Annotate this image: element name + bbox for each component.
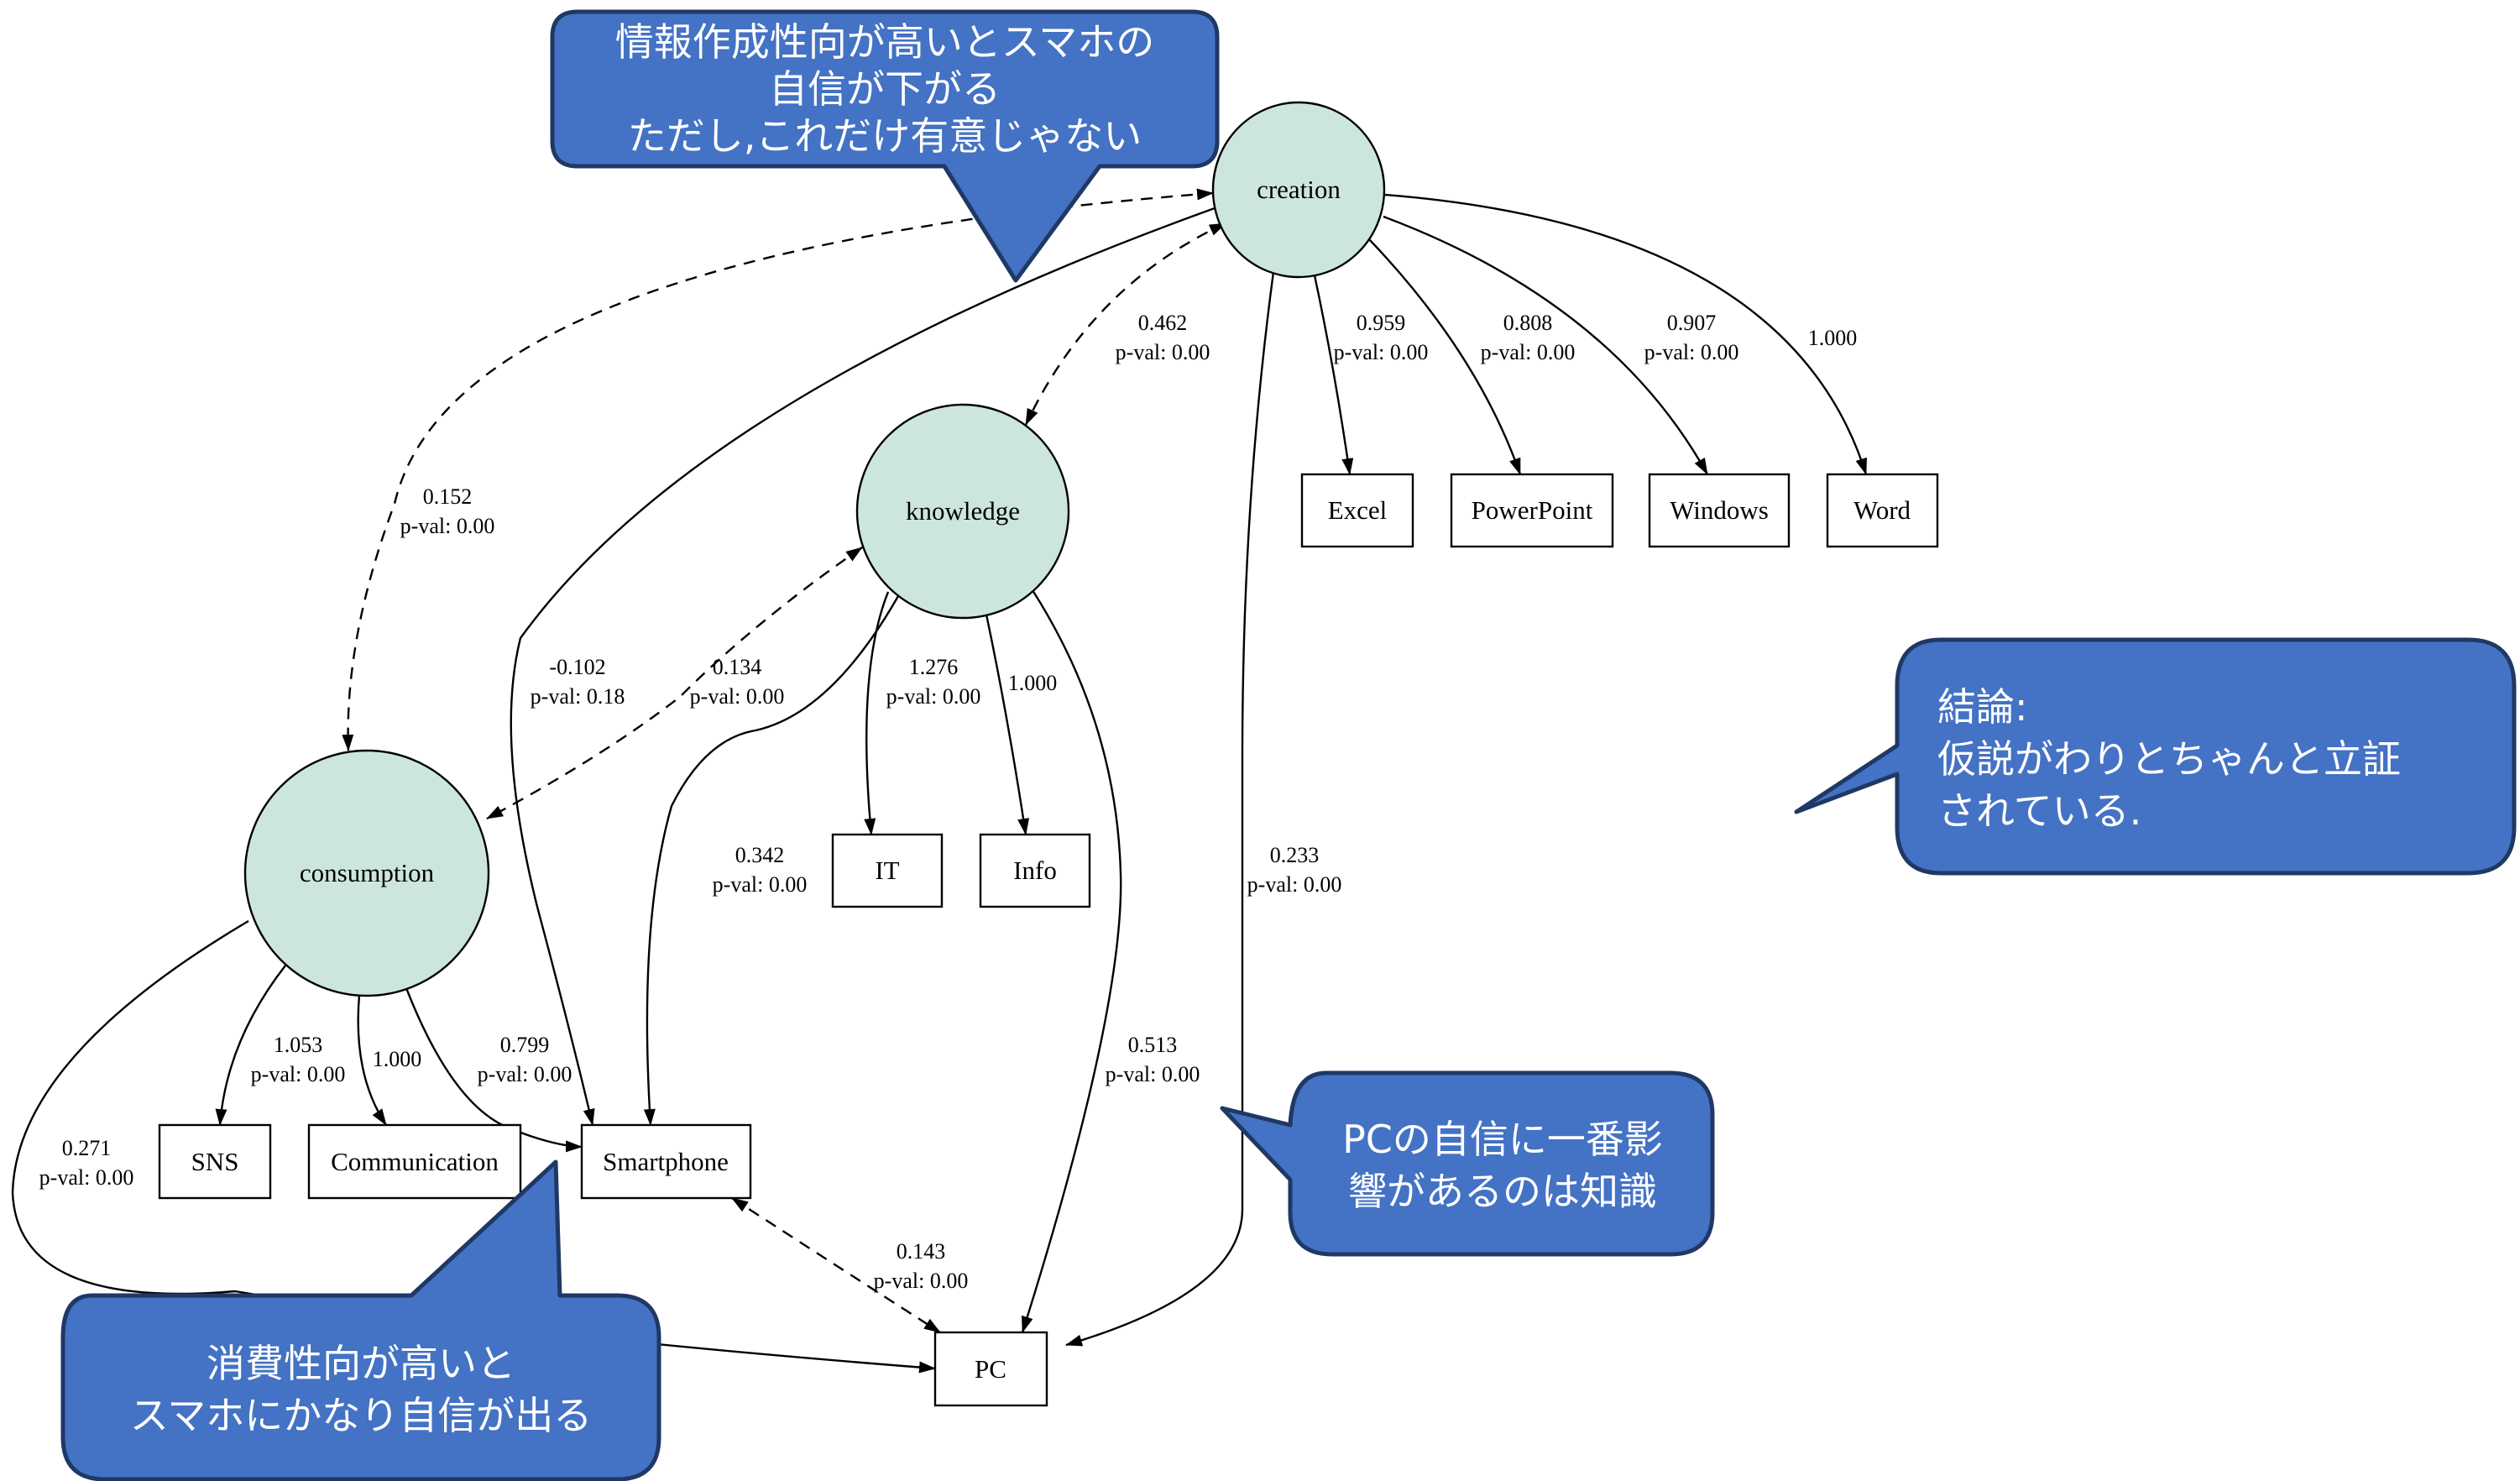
- label-knowledge-pc-pval: p-val: 0.00: [1106, 1062, 1200, 1086]
- edge-smartphone-pc-cov: [731, 1196, 941, 1334]
- edge-consumption-communication: [357, 994, 387, 1126]
- callout-consumption-note: 消費性向が高いと スマホにかなり自信が出る: [60, 1159, 661, 1481]
- edge-creation-word: [1384, 193, 1868, 475]
- edge-creation-excel: [1313, 275, 1354, 475]
- label-creation-powerpoint-estimate: 0.808: [1503, 311, 1553, 335]
- observed-node-powerpoint: PowerPoint: [1450, 473, 1614, 548]
- edge-creation-smartphone: [510, 207, 1216, 1126]
- edge-creation-powerpoint: [1368, 238, 1522, 475]
- label-consumption-pc-estimate: 0.271: [62, 1136, 112, 1160]
- label-knowledge-smartphone-estimate: 0.342: [735, 843, 785, 867]
- label-creation-pc-estimate: 0.233: [1270, 843, 1320, 867]
- observed-node-smartphone: Smartphone: [580, 1123, 752, 1200]
- callout-knowledge-note: PCの自信に一番影 響があるのは知識: [1220, 1070, 1715, 1257]
- callout-consumption-note-line-1: 消費性向が高いと: [207, 1341, 515, 1386]
- node-label-sns: SNS: [191, 1147, 239, 1176]
- callout-conclusion-note: 結論: 仮説がわりとちゃんと立証 されている.: [1794, 637, 2517, 876]
- node-label-it: IT: [875, 856, 899, 885]
- callout-creation-note-shape: [550, 9, 1220, 283]
- node-label-info: Info: [1013, 856, 1057, 885]
- label-creation-smartphone-pval: p-val: 0.18: [531, 684, 625, 709]
- node-label-knowledge: knowledge: [906, 496, 1020, 526]
- callout-knowledge-note-line-2: 響があるのは知識: [1348, 1169, 1657, 1214]
- callout-conclusion-note-line-2: 仮説がわりとちゃんと立証: [1937, 736, 2401, 782]
- label-consumption-communication-estimate: 1.000: [373, 1047, 422, 1071]
- edge-consumption-sns: [215, 965, 286, 1126]
- label-creation-pc-pval: p-val: 0.00: [1247, 872, 1342, 897]
- edge-knowledge-consumption-cov: [486, 547, 863, 820]
- callout-consumption-note-line-2: スマホにかなり自信が出る: [130, 1393, 593, 1438]
- observed-node-it: IT: [831, 833, 944, 908]
- label-knowledge-it-pval: p-val: 0.00: [886, 684, 981, 709]
- label-creation-knowledge-pval: p-val: 0.00: [1116, 340, 1210, 364]
- callout-creation-note: 情報作成性向が高いとスマホの 自信が下がる ただし,これだけ有意じゃない: [550, 9, 1220, 283]
- callout-knowledge-note-shape: [1220, 1070, 1715, 1257]
- label-creation-knowledge-estimate: 0.462: [1138, 311, 1188, 335]
- edge-creation-windows: [1383, 215, 1709, 475]
- edges: [11, 188, 1868, 1374]
- edge-knowledge-it: [864, 591, 890, 835]
- node-label-consumption: consumption: [300, 858, 435, 887]
- node-label-smartphone: Smartphone: [603, 1147, 729, 1176]
- callout-creation-note-line-3: ただし,これだけ有意じゃない: [628, 113, 1142, 159]
- edge-creation-knowledge-cov: [1024, 222, 1226, 426]
- label-consumption-sns-estimate: 1.053: [274, 1033, 323, 1057]
- node-label-windows: Windows: [1670, 495, 1769, 525]
- latent-node-consumption: consumption: [243, 749, 490, 997]
- label-consumption-smartphone-estimate: 0.799: [500, 1033, 550, 1057]
- edge-knowledge-info: [985, 614, 1030, 835]
- edge-knowledge-smartphone: [643, 595, 900, 1126]
- label-knowledge-it-estimate: 1.276: [909, 655, 959, 679]
- edge-knowledge-pc: [1021, 589, 1122, 1333]
- observed-node-info: Info: [979, 833, 1091, 908]
- label-knowledge-smartphone-pval: p-val: 0.00: [713, 872, 808, 897]
- observed-node-excel: Excel: [1300, 473, 1414, 548]
- node-label-pc: PC: [975, 1354, 1006, 1384]
- callout-conclusion-note-line-1: 結論:: [1937, 684, 2028, 730]
- label-creation-excel-pval: p-val: 0.00: [1334, 340, 1429, 364]
- label-smartphone-pc-pval: p-val: 0.00: [874, 1269, 969, 1293]
- label-creation-excel-estimate: 0.959: [1357, 311, 1406, 335]
- edge-creation-consumption-cov: [342, 188, 1214, 751]
- callout-knowledge-note-line-1: PCの自信に一番影: [1342, 1117, 1663, 1162]
- label-consumption-sns-pval: p-val: 0.00: [251, 1062, 346, 1086]
- label-creation-windows-estimate: 0.907: [1667, 311, 1717, 335]
- node-label-excel: Excel: [1328, 495, 1388, 525]
- label-knowledge-consumption-pval: p-val: 0.00: [690, 684, 785, 709]
- callout-creation-note-line-1: 情報作成性向が高いとスマホの: [615, 19, 1155, 65]
- label-creation-windows-pval: p-val: 0.00: [1644, 340, 1739, 364]
- label-knowledge-pc-estimate: 0.513: [1128, 1033, 1178, 1057]
- callout-conclusion-note-line-3: されている.: [1937, 788, 2141, 834]
- label-consumption-pc-pval: p-val: 0.00: [39, 1165, 134, 1190]
- label-creation-word-estimate: 1.000: [1808, 326, 1858, 350]
- node-label-creation: creation: [1257, 175, 1341, 204]
- observed-node-word: Word: [1826, 473, 1939, 548]
- label-consumption-smartphone-pval: p-val: 0.00: [478, 1062, 572, 1086]
- label-knowledge-info-estimate: 1.000: [1008, 671, 1058, 695]
- latent-node-knowledge: knowledge: [855, 403, 1070, 620]
- node-label-communication: Communication: [331, 1147, 499, 1176]
- edge-creation-pc: [1065, 271, 1275, 1347]
- node-label-word: Word: [1853, 495, 1911, 525]
- label-smartphone-pc-estimate: 0.143: [897, 1239, 946, 1264]
- observed-node-communication: Communication: [307, 1123, 522, 1200]
- label-creation-powerpoint-pval: p-val: 0.00: [1481, 340, 1576, 364]
- label-knowledge-consumption-estimate: 0.134: [713, 655, 762, 679]
- label-creation-consumption-pval: p-val: 0.00: [400, 514, 495, 538]
- node-label-powerpoint: PowerPoint: [1472, 495, 1593, 525]
- callout-creation-note-line-2: 自信が下がる: [769, 66, 1001, 112]
- observed-node-pc: PC: [933, 1331, 1048, 1407]
- callout-conclusion-note-shape: [1794, 637, 2517, 876]
- latent-node-creation: creation: [1211, 101, 1386, 279]
- edge-labels: 0.959 p-val: 0.00 0.808 p-val: 0.00 0.90…: [39, 311, 1858, 1293]
- label-creation-consumption-estimate: 0.152: [423, 484, 473, 509]
- observed-node-sns: SNS: [158, 1123, 272, 1200]
- label-creation-smartphone-estimate: -0.102: [549, 655, 605, 679]
- callout-consumption-note-shape: [60, 1159, 661, 1481]
- observed-node-windows: Windows: [1648, 473, 1791, 548]
- edge-consumption-smartphone: [405, 987, 583, 1153]
